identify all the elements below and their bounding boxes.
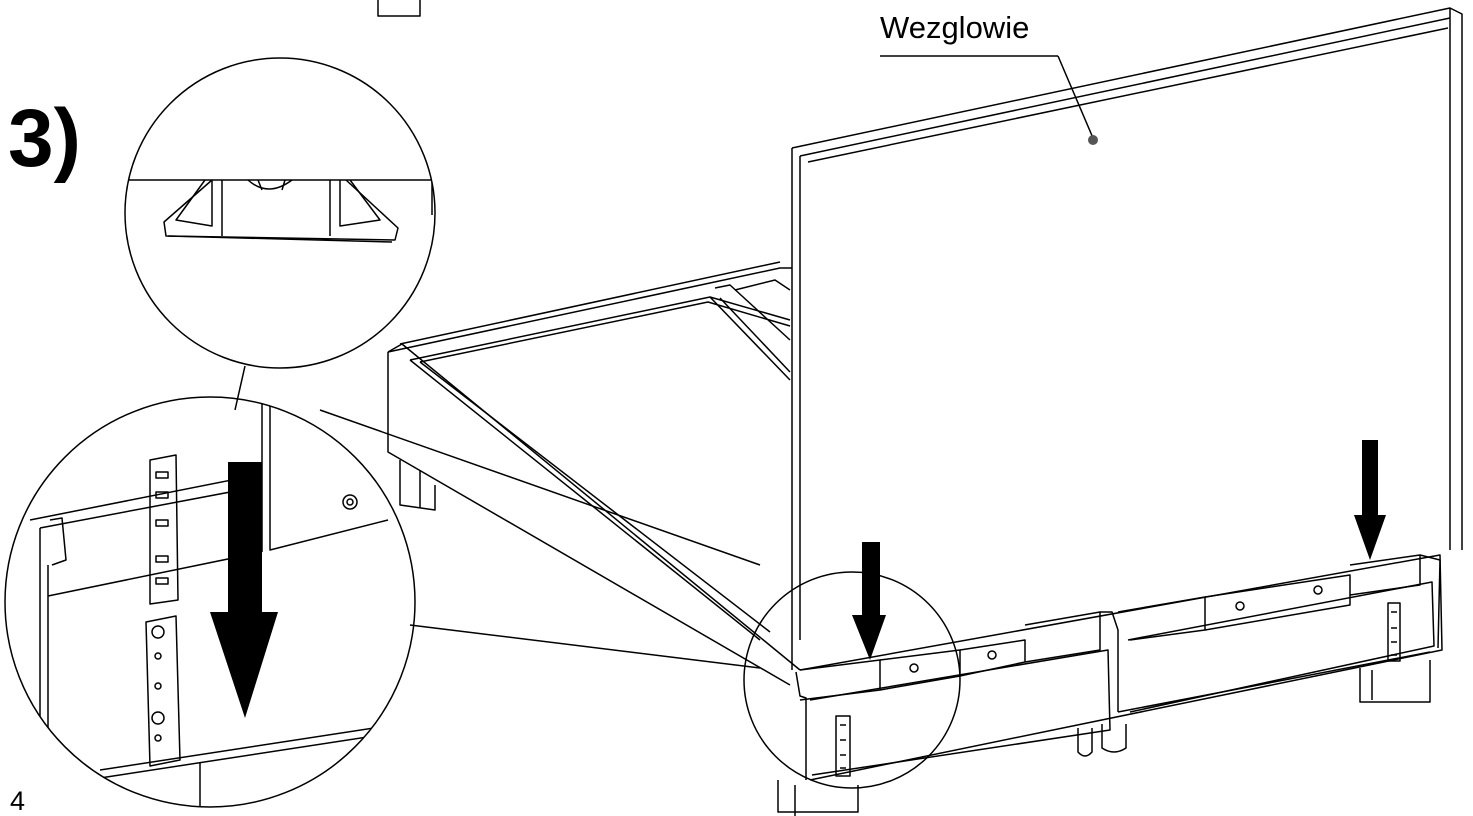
headboard-panel	[791, 7, 1463, 670]
front-rail	[777, 554, 1443, 816]
callout-dot	[1088, 135, 1098, 145]
arrow-down-icon	[1354, 440, 1386, 560]
bed-base	[387, 261, 801, 686]
arrow-down-icon	[210, 462, 278, 718]
detail-view-bottom	[4, 396, 416, 808]
detail-link-line-1	[319, 409, 761, 566]
step-number: 3)	[8, 93, 81, 184]
detail-link-line-2	[409, 624, 761, 669]
detail-view-top	[124, 57, 436, 369]
detail-link-line-top	[234, 365, 246, 411]
page-number: 4	[10, 786, 26, 816]
headboard-label: Wezglowie	[880, 10, 1030, 45]
small-part-top	[377, 0, 421, 17]
detail-marker-circle	[743, 571, 961, 789]
arrow-down-icon	[852, 542, 886, 660]
headboard-callout	[880, 55, 1094, 139]
